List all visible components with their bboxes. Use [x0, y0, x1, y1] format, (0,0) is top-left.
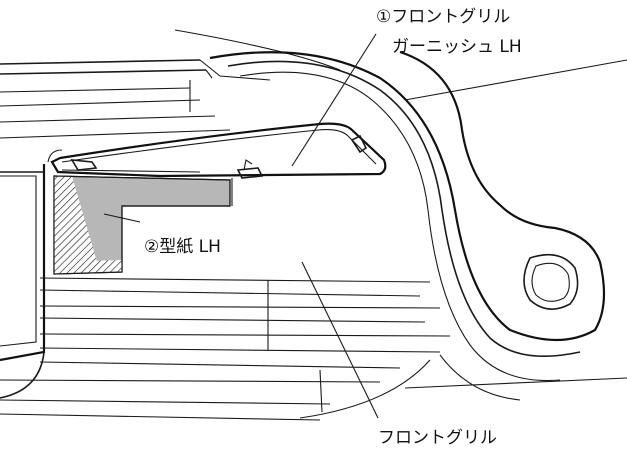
fender-lines — [209, 50, 627, 419]
grille-garnish-part — [50, 122, 387, 179]
leader-lines — [103, 33, 379, 419]
label-garnish-line1: ①フロントグリル — [376, 7, 510, 27]
template-part — [53, 175, 231, 275]
front-grille — [0, 149, 451, 421]
label-template: ②型紙 LH — [144, 237, 221, 257]
label-grille: フロントグリル — [378, 428, 497, 448]
fog-lamp — [523, 253, 579, 310]
upper-bumper-lines — [0, 29, 341, 139]
label-garnish-line2: ガーニッシュ LH — [392, 37, 522, 57]
